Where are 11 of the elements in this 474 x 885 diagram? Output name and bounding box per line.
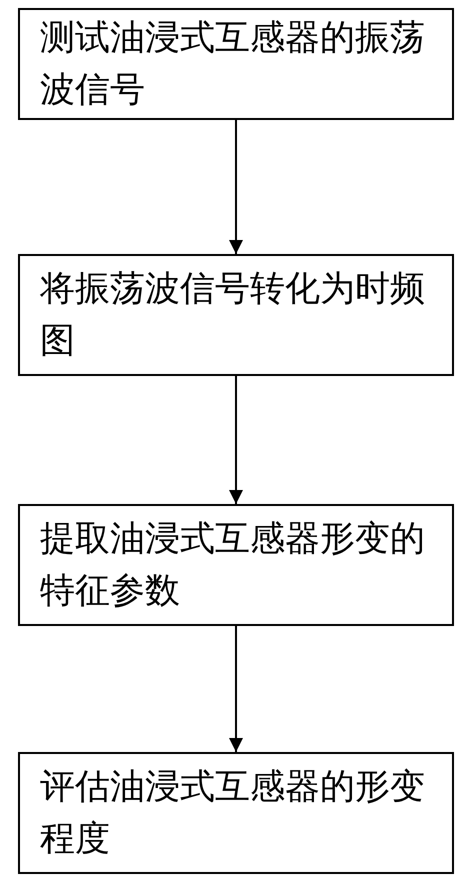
process-box bbox=[18, 8, 454, 120]
step-text: 提取油浸式互感器形变的特征参数 bbox=[40, 518, 426, 613]
step-text: 测试油浸式互感器的振荡波信号 bbox=[40, 17, 426, 112]
arrow bbox=[229, 626, 243, 752]
arrow bbox=[229, 376, 243, 504]
process-box bbox=[18, 752, 454, 874]
step-text: 评估油浸式互感器的形变程度 bbox=[40, 766, 426, 861]
process-box bbox=[18, 254, 454, 376]
arrow bbox=[229, 120, 243, 254]
step-text: 将振荡波信号转化为时频图 bbox=[40, 268, 426, 363]
process-box bbox=[18, 504, 454, 626]
